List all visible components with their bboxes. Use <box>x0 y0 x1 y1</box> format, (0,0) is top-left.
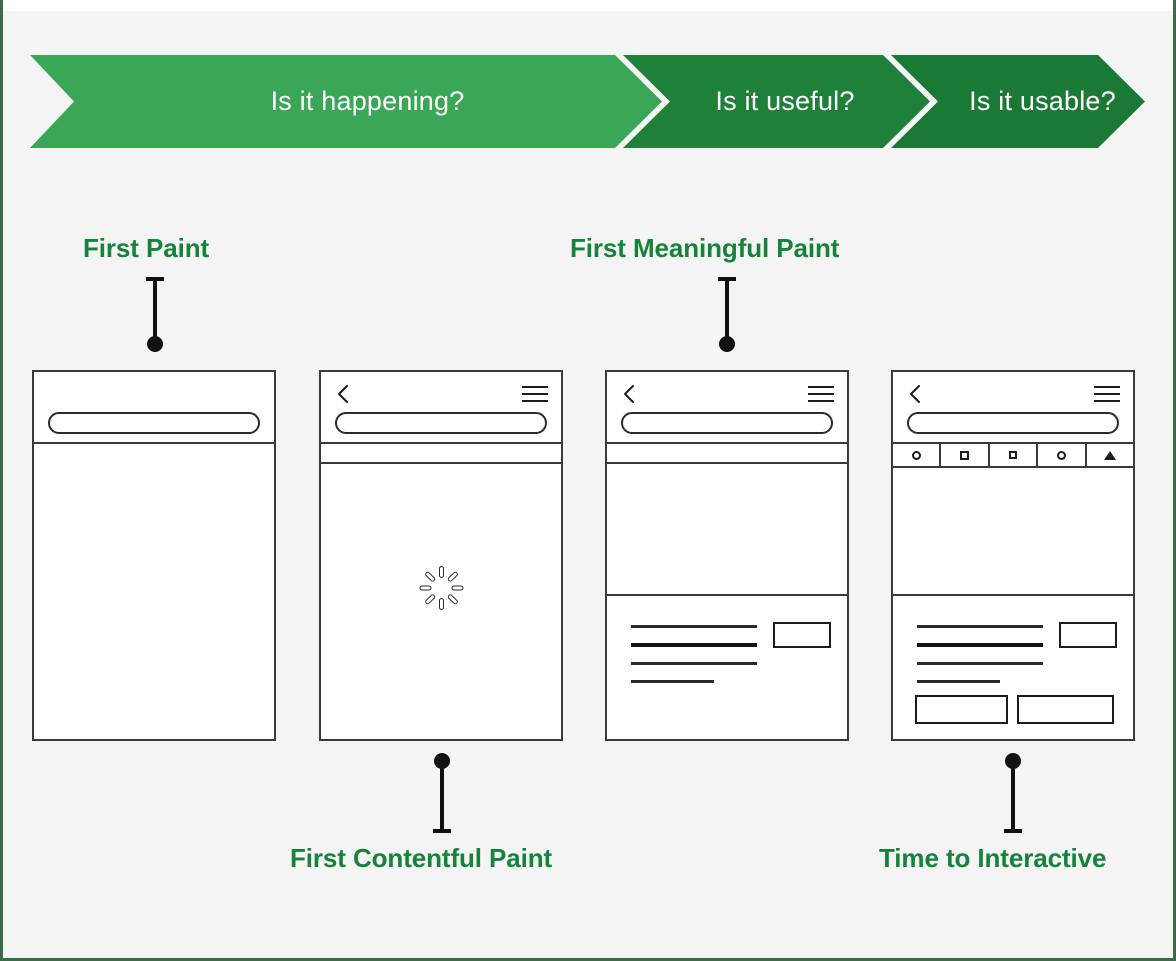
connector-stem <box>153 280 157 341</box>
triangle-icon <box>1103 450 1116 460</box>
metric-label-time-to-interactive: Time to Interactive <box>879 843 1107 873</box>
phase-label-is-it-usable: Is it usable? <box>969 86 1116 116</box>
phase-label-is-it-happening: Is it happening? <box>270 86 465 116</box>
connector-cap <box>718 277 736 281</box>
connector-cap <box>433 829 451 833</box>
text-line <box>631 680 714 683</box>
hamburger-menu-icon[interactable] <box>1094 386 1120 403</box>
connector-dot <box>719 336 735 352</box>
content-thumbnail <box>773 622 831 648</box>
metric-label-first-contentful-paint: First Contentful Paint <box>290 843 553 873</box>
phone-mockup-time-to-interactive <box>891 370 1135 741</box>
url-bar[interactable] <box>621 412 833 434</box>
metric-label-first-paint: First Paint <box>83 233 210 263</box>
connector-dot <box>147 336 163 352</box>
browser-header <box>34 372 274 444</box>
circle-icon <box>911 450 921 460</box>
url-bar[interactable] <box>48 412 260 434</box>
phase-banner: Is it happening? Is it useful? Is it usa… <box>30 55 1145 148</box>
content-text-block <box>917 625 1043 683</box>
metric-label-first-meaningful-paint: First Meaningful Paint <box>570 233 840 263</box>
loading-band <box>607 444 847 464</box>
hamburger-menu-icon[interactable] <box>522 386 548 403</box>
connector-stem <box>725 280 729 341</box>
text-line <box>917 680 1000 683</box>
text-line <box>917 662 1043 665</box>
back-chevron-icon[interactable] <box>622 384 638 404</box>
content-thumbnail <box>1059 622 1117 648</box>
cta-button-right[interactable] <box>1017 695 1114 724</box>
content-divider <box>893 594 1133 596</box>
content-text-block <box>631 625 757 683</box>
loading-band <box>321 444 561 464</box>
phase-banner-shapes <box>30 55 1145 148</box>
browser-header <box>321 372 561 444</box>
connector-stem <box>440 764 444 830</box>
toolbar-item-4[interactable] <box>1087 444 1133 466</box>
text-line <box>631 643 757 647</box>
text-line <box>917 643 1043 647</box>
url-bar[interactable] <box>335 412 547 434</box>
connector-time-to-interactive <box>1003 753 1023 833</box>
connector-first-paint <box>145 277 165 352</box>
toolbar-item-3[interactable] <box>1038 444 1087 466</box>
square-icon <box>960 450 970 460</box>
phone-mockup-first-paint <box>32 370 276 741</box>
phase-segment-0-shape[interactable] <box>30 55 662 148</box>
phase-segment-1-shape[interactable] <box>623 55 930 148</box>
browser-header <box>893 372 1133 444</box>
text-line <box>631 662 757 665</box>
circle-icon <box>1056 450 1066 460</box>
text-line <box>631 625 757 628</box>
top-white-strip <box>3 0 1173 11</box>
loading-spinner-icon <box>415 562 467 614</box>
browser-header <box>607 372 847 444</box>
connector-cap <box>1004 829 1022 833</box>
toolbar-item-0[interactable] <box>893 444 942 466</box>
phone-mockup-first-meaningful-paint <box>605 370 849 741</box>
text-line <box>917 625 1043 628</box>
connector-cap <box>146 277 164 281</box>
phone-mockup-first-contentful-paint <box>319 370 563 741</box>
url-bar[interactable] <box>907 412 1119 434</box>
connector-stem <box>1011 764 1015 830</box>
connector-dot <box>434 753 450 769</box>
content-divider <box>607 594 847 596</box>
square-icon <box>1009 451 1018 459</box>
cta-button-left[interactable] <box>915 695 1008 724</box>
back-chevron-icon[interactable] <box>908 384 924 404</box>
hamburger-menu-icon[interactable] <box>808 386 834 403</box>
app-toolbar <box>893 444 1133 468</box>
toolbar-item-2[interactable] <box>990 444 1039 466</box>
connector-first-meaningful-paint <box>717 277 737 352</box>
connector-dot <box>1005 753 1021 769</box>
back-chevron-icon[interactable] <box>336 384 352 404</box>
phase-label-is-it-useful: Is it useful? <box>715 86 855 116</box>
toolbar-item-1[interactable] <box>941 444 990 466</box>
connector-first-contentful-paint <box>432 753 452 833</box>
phase-segment-2-shape[interactable] <box>891 55 1145 148</box>
